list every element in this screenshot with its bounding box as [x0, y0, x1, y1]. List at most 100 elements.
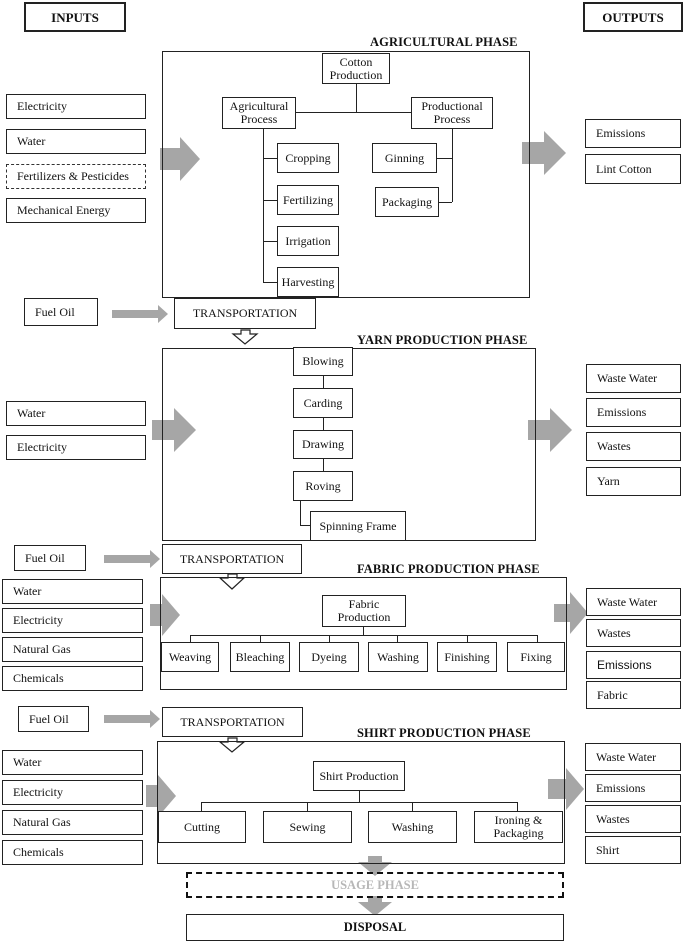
fabric-phase-title: FABRIC PRODUCTION PHASE [357, 562, 540, 576]
connector [201, 802, 202, 811]
yarn-input-water: Water [6, 401, 146, 426]
connector [263, 158, 277, 159]
connector [300, 525, 310, 526]
connector [439, 202, 452, 203]
output-arrow-yarn [528, 408, 572, 452]
weaving-node: Weaving [161, 642, 219, 672]
connector [323, 418, 324, 430]
yarn-output-yarn: Yarn [586, 467, 681, 496]
connector [452, 129, 453, 202]
transport-down-arrow-3 [218, 737, 246, 753]
fabric-phase-frame [160, 577, 567, 690]
blowing-node: Blowing [293, 347, 353, 376]
shirt-input-electricity: Electricity [2, 780, 143, 805]
connector [263, 282, 277, 283]
down-arrow-usage [358, 856, 392, 876]
fuel-oil-1: Fuel Oil [24, 298, 98, 326]
shirt-production-node: Shirt Production [313, 761, 405, 791]
fuel-arrow-1 [112, 305, 168, 323]
shirt-phase-title: SHIRT PRODUCTION PHASE [357, 726, 531, 740]
transportation-3: TRANSPORTATION [162, 707, 303, 737]
irrigation-node: Irrigation [277, 226, 339, 256]
yarn-output-emissions: Emissions [586, 398, 681, 427]
shirt-output-shirt: Shirt [585, 836, 681, 864]
fabric-input-electricity: Electricity [2, 608, 143, 633]
usage-phase: USAGE PHASE [186, 872, 564, 898]
inputs-header: INPUTS [24, 2, 126, 32]
yarn-output-waste-water: Waste Water [586, 364, 681, 393]
fertilizing-node: Fertilizing [277, 185, 339, 215]
connector [190, 635, 537, 636]
transport-down-arrow-1 [231, 329, 259, 345]
shirt-input-natural-gas: Natural Gas [2, 810, 143, 835]
connector [323, 376, 324, 388]
fixing-node: Fixing [507, 642, 565, 672]
yarn-input-electricity: Electricity [6, 435, 146, 460]
connector [359, 791, 360, 802]
fuel-arrow-3 [104, 710, 160, 728]
connector [201, 802, 517, 803]
shirt-output-emissions: Emissions [585, 774, 681, 802]
transport-down-arrow-2 [218, 573, 246, 590]
agri-output-lint-cotton: Lint Cotton [585, 154, 681, 184]
input-arrow-yarn [152, 408, 196, 452]
input-arrow-fabric [150, 594, 180, 636]
connector [263, 200, 277, 201]
fabric-input-water: Water [2, 579, 143, 604]
cutting-node: Cutting [158, 811, 246, 843]
disposal-phase: DISPOSAL [186, 914, 564, 941]
connector [260, 635, 261, 642]
output-arrow-fabric [554, 592, 588, 634]
outputs-header: OUTPUTS [583, 2, 683, 32]
ironing-packaging-node: Ironing & Packaging [474, 811, 563, 843]
connector [537, 635, 538, 642]
agri-input-fertilizers-pesticides: Fertilizers & Pesticides [6, 164, 146, 189]
agri-output-emissions: Emissions [585, 119, 681, 148]
connector [263, 129, 264, 282]
productional-process-node: Productional Process [411, 97, 493, 129]
spinning-frame-node: Spinning Frame [310, 511, 406, 541]
connector [437, 158, 452, 159]
shirt-input-chemicals: Chemicals [2, 840, 143, 865]
connector [356, 84, 357, 112]
fabric-production-node: Fabric Production [322, 595, 406, 627]
transportation-2: TRANSPORTATION [162, 544, 302, 574]
agri-input-electricity: Electricity [6, 94, 146, 119]
input-arrow-shirt [146, 775, 176, 817]
carding-node: Carding [293, 388, 353, 418]
connector [363, 627, 364, 635]
dyeing-node: Dyeing [299, 642, 359, 672]
yarn-output-wastes: Wastes [586, 432, 681, 461]
agri-input-water: Water [6, 129, 146, 154]
connector [323, 459, 324, 471]
agri-input-mechanical-energy: Mechanical Energy [6, 198, 146, 223]
agricultural-phase-frame [162, 51, 530, 298]
agricultural-process-node: Agricultural Process [222, 97, 296, 129]
fabric-input-natural-gas: Natural Gas [2, 637, 143, 662]
sewing-node: Sewing [263, 811, 352, 843]
fabric-output-fabric: Fabric [586, 681, 681, 709]
fuel-arrow-2 [104, 550, 160, 568]
fuel-oil-3: Fuel Oil [18, 706, 89, 732]
connector [412, 802, 413, 811]
connector [307, 802, 308, 811]
fabric-output-emissions: Emissions [586, 651, 681, 679]
transportation-1: TRANSPORTATION [174, 298, 316, 329]
finishing-node: Finishing [437, 642, 497, 672]
connector [467, 635, 468, 642]
agricultural-phase-title: AGRICULTURAL PHASE [370, 35, 518, 49]
connector [296, 112, 412, 113]
input-arrow-agricultural [160, 137, 200, 181]
cotton-production-node: Cotton Production [322, 53, 390, 84]
connector [517, 802, 518, 811]
roving-node: Roving [293, 471, 353, 501]
shirt-output-waste-water: Waste Water [585, 743, 681, 771]
washing-node: Washing [368, 642, 428, 672]
washing-node: Washing [368, 811, 457, 843]
packaging-node: Packaging [375, 187, 439, 217]
yarn-phase-title: YARN PRODUCTION PHASE [357, 333, 528, 347]
fuel-oil-2: Fuel Oil [14, 545, 86, 571]
connector [397, 635, 398, 642]
